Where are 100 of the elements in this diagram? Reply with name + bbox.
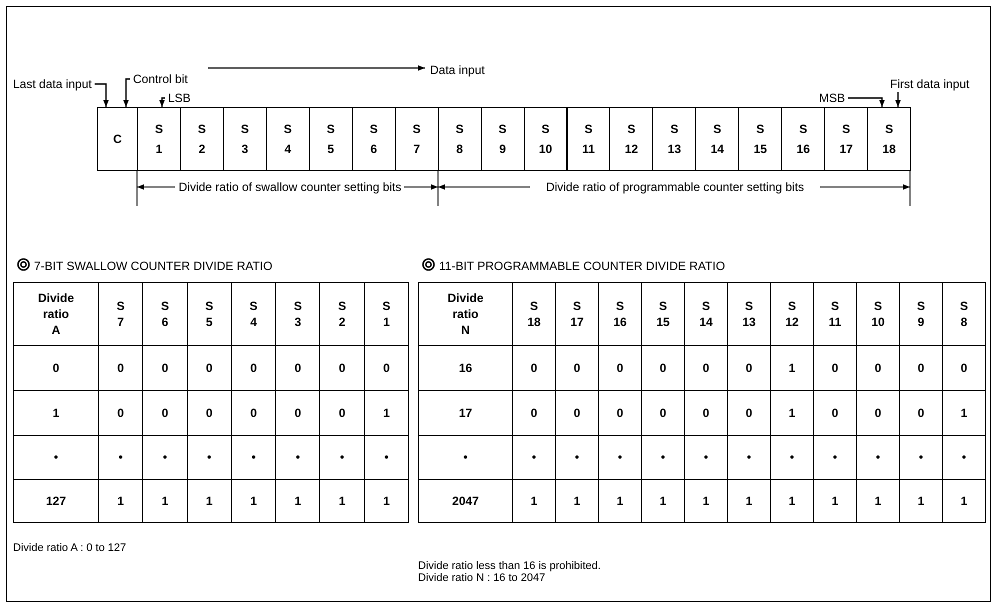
table-cell: 0 <box>942 346 986 390</box>
table-cell: 1 <box>728 480 770 522</box>
table-cell: 1 <box>231 480 276 522</box>
register-cell: S 10 <box>524 107 568 171</box>
register-cell: S 6 <box>352 107 396 171</box>
table-cell: 0 <box>856 346 900 390</box>
table-cell: 2047 <box>418 480 512 522</box>
table-cell: S 13 <box>728 282 770 346</box>
table-cell: • <box>320 436 364 480</box>
table-cell: 1 <box>856 480 900 522</box>
register-cell: S 2 <box>180 107 224 171</box>
table-cell: 0 <box>814 390 856 436</box>
table-cell: 1 <box>320 480 364 522</box>
table-cell: S 12 <box>770 282 814 346</box>
callout-text: MSB <box>819 91 846 105</box>
table-cell: 0 <box>556 346 598 390</box>
table-cell: • <box>98 436 143 480</box>
table-cell: 1 <box>556 480 598 522</box>
table-cell: 0 <box>856 390 900 436</box>
table-cell: S 1 <box>364 282 409 346</box>
leader-line <box>159 97 165 107</box>
table-cell: 16 <box>418 346 512 390</box>
table-cell: • <box>187 436 232 480</box>
table-cell: S 17 <box>556 282 598 346</box>
table-cell: • <box>642 436 684 480</box>
table-cell: 0 <box>900 346 942 390</box>
register-cell: S 1 <box>137 107 181 171</box>
table-cell: • <box>364 436 409 480</box>
table-cell: 1 <box>770 346 814 390</box>
register-cell: S 5 <box>308 107 353 171</box>
table-cell: 1 <box>364 390 409 436</box>
table-cell: 0 <box>14 346 98 390</box>
table-cell: Divide ratio N <box>418 282 512 346</box>
table-cell: 0 <box>364 346 409 390</box>
table-cell: S 14 <box>684 282 728 346</box>
register-cell: S 8 <box>438 107 482 171</box>
table-cell: 0 <box>728 346 770 390</box>
table-cell: • <box>814 436 856 480</box>
table-cell: 0 <box>814 346 856 390</box>
table-cell: 0 <box>320 346 364 390</box>
table-cell: 1 <box>770 390 814 436</box>
table-cell: • <box>942 436 986 480</box>
table-cell: 1 <box>770 480 814 522</box>
table-cell: 0 <box>276 390 320 436</box>
table-cell: • <box>770 436 814 480</box>
table-cell: 127 <box>14 480 98 522</box>
table-cell: 0 <box>684 346 728 390</box>
table-cell: • <box>418 436 512 480</box>
table-cell: 0 <box>98 390 143 436</box>
table-cell: S 2 <box>320 282 364 346</box>
register-cell: S 13 <box>652 107 696 171</box>
table-cell: Divide ratio A <box>14 282 98 346</box>
table-cell: 17 <box>418 390 512 436</box>
table-cell: 0 <box>187 390 232 436</box>
register-cell: S 7 <box>394 107 439 171</box>
table-cell: S 7 <box>98 282 143 346</box>
register-cell: S 15 <box>738 107 782 171</box>
table-cell: 1 <box>142 480 188 522</box>
table-cell: 1 <box>98 480 143 522</box>
callout-text: Last data input <box>13 77 92 91</box>
table-cell: 0 <box>900 390 942 436</box>
note-text: Divide ratio less than 16 is prohibited. <box>418 560 601 572</box>
table-cell: 1 <box>14 390 98 436</box>
table-cell: • <box>900 436 942 480</box>
table-cell: • <box>276 436 320 480</box>
table-cell: S 11 <box>814 282 856 346</box>
table-cell: S 5 <box>187 282 232 346</box>
table-cell: 1 <box>900 480 942 522</box>
table-cell: S 10 <box>856 282 900 346</box>
table-cell: 1 <box>814 480 856 522</box>
register-cell: S 11 <box>566 107 610 171</box>
table-cell: • <box>728 436 770 480</box>
dimension-label: Divide ratio of swallow counter setting bits <box>178 180 402 195</box>
table-cell: 0 <box>187 346 232 390</box>
table-cell: 1 <box>276 480 320 522</box>
table-cell: S 4 <box>231 282 276 346</box>
table-cell: 0 <box>728 390 770 436</box>
table-cell: S 8 <box>942 282 986 346</box>
register-cell: S 17 <box>824 107 868 171</box>
table-cell: 1 <box>512 480 556 522</box>
table-cell: 0 <box>642 346 684 390</box>
table-cell: 0 <box>642 390 684 436</box>
register-cell: S 14 <box>695 107 740 171</box>
table-cell: • <box>856 436 900 480</box>
table-cell: 0 <box>512 346 556 390</box>
table-cell: 1 <box>942 480 986 522</box>
table-cell: 0 <box>142 390 188 436</box>
table-cell: 0 <box>512 390 556 436</box>
register-cell: S 4 <box>266 107 310 171</box>
section-heading: 7-BIT SWALLOW COUNTER DIVIDE RATIO <box>34 258 272 275</box>
table-cell: 0 <box>231 346 276 390</box>
table-cell: 0 <box>598 390 642 436</box>
table-cell: 0 <box>684 390 728 436</box>
table-cell: S 9 <box>900 282 942 346</box>
leader-line <box>848 97 885 107</box>
table-cell: • <box>684 436 728 480</box>
table-cell: 0 <box>98 346 143 390</box>
table-cell: 1 <box>187 480 232 522</box>
table-cell: S 16 <box>598 282 642 346</box>
table-cell: 0 <box>320 390 364 436</box>
